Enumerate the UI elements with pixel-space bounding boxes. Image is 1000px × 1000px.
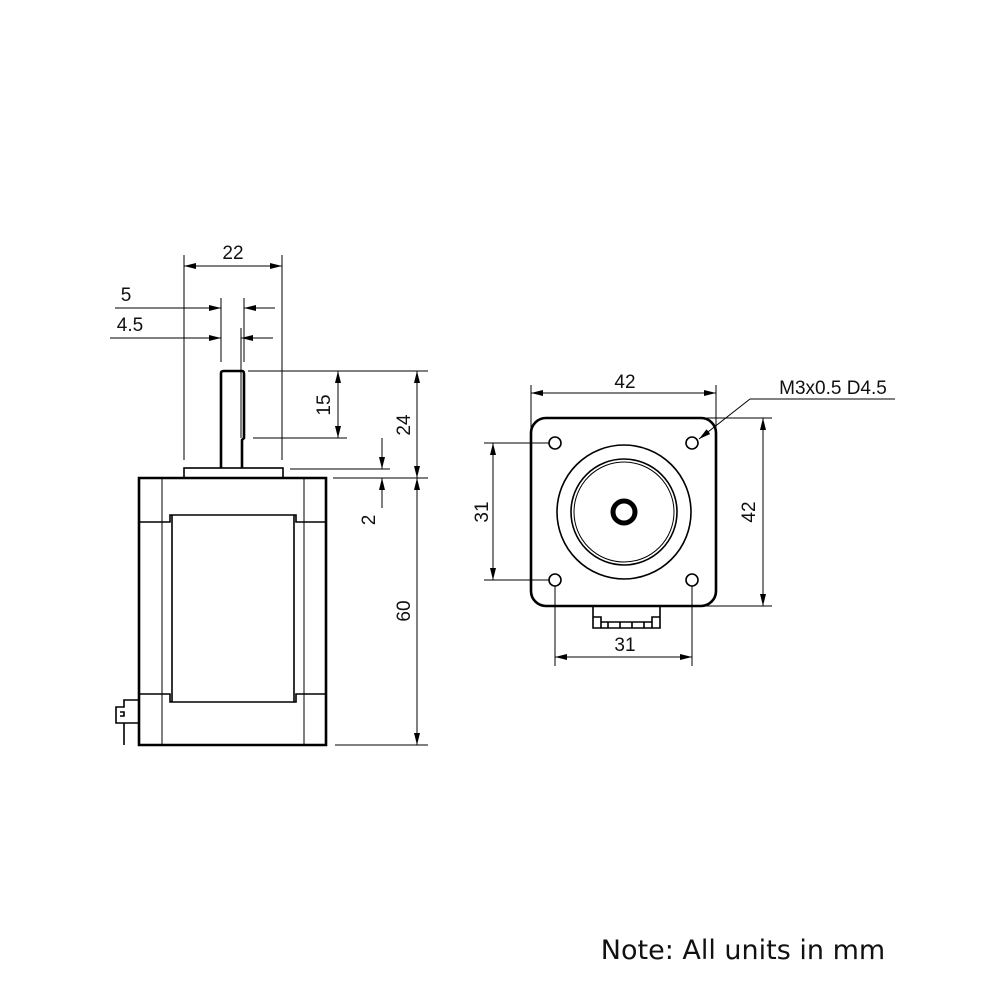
dim-label-42-width: 42 [614,372,635,393]
dim-label-4-5: 4.5 [117,315,143,336]
dim-label-31-vertical: 31 [472,501,493,522]
side-view: 22 5 4.5 15 24 2 60 [110,243,428,747]
stator-housing [139,514,326,703]
boss-ring [556,444,692,580]
dim-label-24: 24 [394,414,415,436]
shaft-end [610,498,638,526]
connector [592,606,661,629]
flange [183,467,284,479]
dim-label-60: 60 [394,600,415,621]
shaft [219,369,246,468]
dim-label-15: 15 [314,394,335,415]
mounting-hole [548,436,562,450]
bearing-ring [570,458,678,566]
mounting-hole [548,573,562,587]
dim-label-5: 5 [121,285,132,306]
dim-label-42-height: 42 [739,501,760,522]
motor-face [529,416,718,608]
hole-callout: M3x0.5 D4.5 [779,378,887,399]
motor-body [137,476,328,747]
mounting-hole [685,436,699,450]
connector [115,699,139,745]
mounting-hole [685,573,699,587]
dim-label-31-horizontal: 31 [614,635,635,656]
front-view: 42 42 31 31 M3x0.5 D4.5 [472,372,895,666]
leader-line [698,398,751,440]
units-note: Note: All units in mm [601,935,885,966]
dim-label-2: 2 [359,515,380,526]
dim-label-22: 22 [222,243,243,264]
